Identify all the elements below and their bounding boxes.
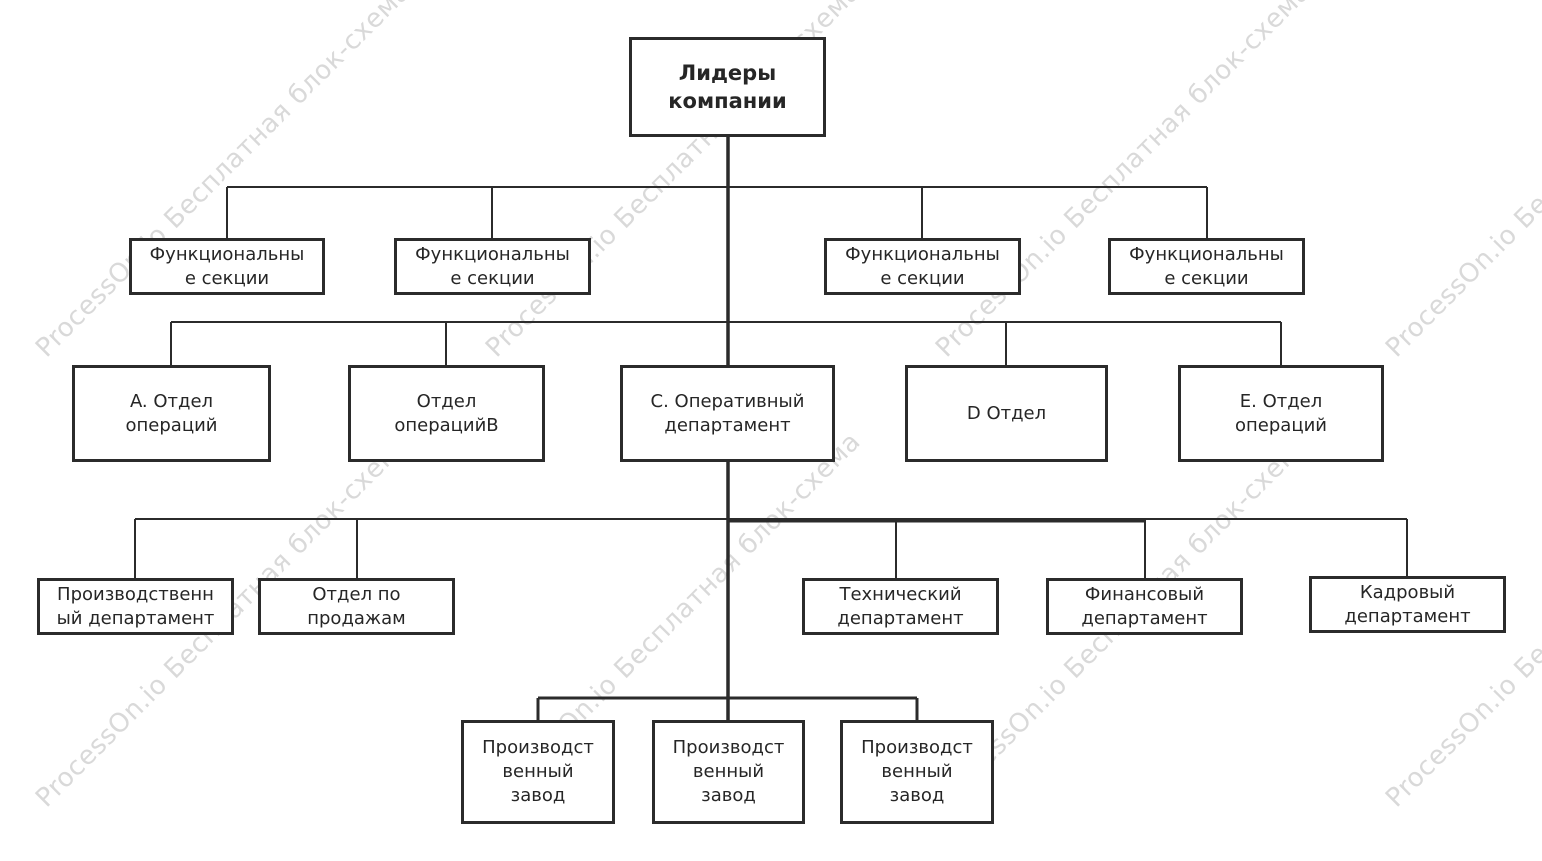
sub-department-node[interactable]: Кадровый департамент: [1309, 576, 1506, 633]
plant-node[interactable]: Производст венный завод: [461, 720, 615, 824]
node-label: Функциональны е секции: [149, 243, 305, 289]
node-label: Отдел операцийB: [394, 390, 499, 436]
sub-department-node[interactable]: Отдел по продажам: [258, 578, 455, 635]
functional-section-node[interactable]: Функциональны е секции: [129, 238, 325, 295]
sub-department-node[interactable]: Технический департамент: [802, 578, 999, 635]
node-label: Производственн ый департамент: [56, 583, 215, 629]
node-label: Отдел по продажам: [307, 583, 406, 629]
node-label: Финансовый департамент: [1081, 583, 1208, 629]
node-label: Производст венный завод: [672, 737, 785, 806]
node-label: Функциональны е секции: [415, 243, 570, 289]
root-node[interactable]: Лидеры компании: [629, 37, 826, 137]
functional-section-node[interactable]: Функциональны е секции: [394, 238, 591, 295]
plant-node[interactable]: Производст венный завод: [652, 720, 805, 824]
functional-section-node[interactable]: Функциональны е секции: [824, 238, 1021, 295]
node-label: Лидеры компании: [668, 61, 787, 113]
node-label: D Отдел: [966, 402, 1047, 424]
node-label: Производст венный завод: [482, 737, 594, 806]
node-label: C. Оперативный департамент: [650, 390, 805, 436]
functional-section-node[interactable]: Функциональны е секции: [1108, 238, 1305, 295]
department-node[interactable]: Отдел операцийB: [348, 365, 545, 462]
department-node[interactable]: D Отдел: [905, 365, 1108, 462]
plant-node[interactable]: Производст венный завод: [840, 720, 994, 824]
sub-department-node[interactable]: Производственн ый департамент: [37, 578, 234, 635]
department-node[interactable]: A. Отдел операций: [72, 365, 271, 462]
node-label: Производст венный завод: [861, 737, 973, 806]
node-label: Технический департамент: [837, 583, 964, 629]
department-node[interactable]: E. Отдел операций: [1178, 365, 1384, 462]
node-label: Функциональны е секции: [1129, 243, 1284, 289]
sub-department-node[interactable]: Финансовый департамент: [1046, 578, 1243, 635]
node-label: Функциональны е секции: [845, 243, 1000, 289]
node-label: E. Отдел операций: [1235, 390, 1327, 436]
node-label: A. Отдел операций: [125, 390, 218, 436]
department-node[interactable]: C. Оперативный департамент: [620, 365, 835, 462]
node-label: Кадровый департамент: [1344, 581, 1471, 627]
